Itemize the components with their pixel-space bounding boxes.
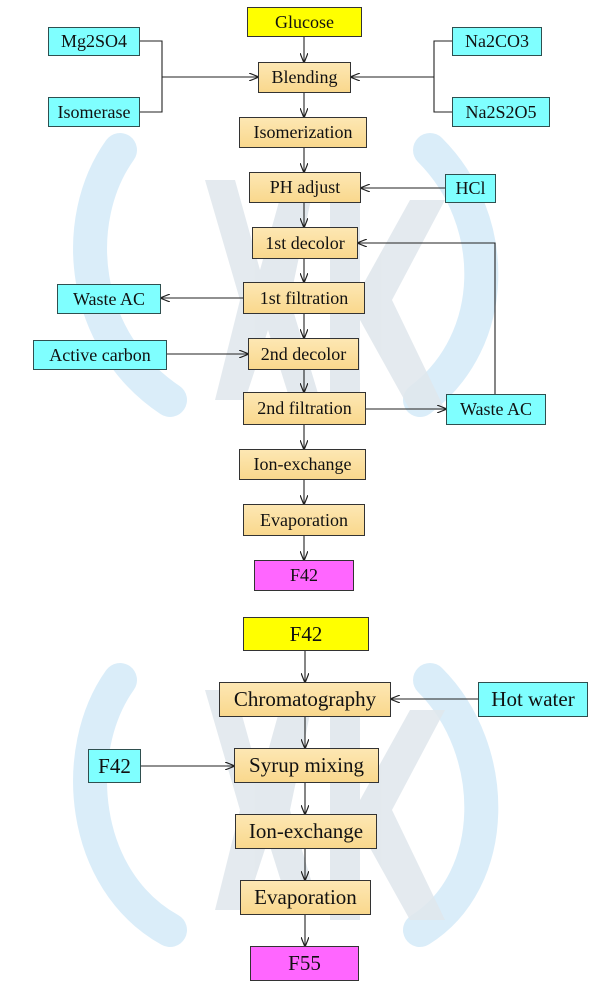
node-syrup-mixing: Syrup mixing bbox=[234, 748, 379, 783]
node-f55-product: F55 bbox=[250, 946, 359, 981]
connector-na2s2o5 bbox=[433, 77, 452, 113]
output-waste-ac-2: Waste AC bbox=[446, 394, 546, 425]
node-decolor-2: 2nd decolor bbox=[248, 338, 359, 370]
input-hot-water: Hot water bbox=[478, 682, 588, 717]
node-f42-start: F42 bbox=[243, 617, 369, 651]
node-ion-exchange-2: Ion-exchange bbox=[235, 814, 377, 849]
node-evaporation-1: Evaporation bbox=[243, 504, 365, 536]
node-filtration-2: 2nd filtration bbox=[243, 392, 366, 425]
input-f42: F42 bbox=[88, 749, 141, 783]
connector-na2co3 bbox=[433, 40, 452, 77]
node-chromatography: Chromatography bbox=[219, 682, 391, 717]
node-isomerization: Isomerization bbox=[239, 117, 367, 148]
input-na2co3: Na2CO3 bbox=[452, 27, 542, 56]
input-mg2so4: Mg2SO4 bbox=[48, 27, 140, 56]
node-blending: Blending bbox=[258, 62, 351, 93]
node-decolor-1: 1st decolor bbox=[252, 227, 358, 259]
input-isomerase: Isomerase bbox=[48, 97, 140, 127]
connector-mg2so4 bbox=[140, 40, 163, 77]
node-f42-product: F42 bbox=[254, 560, 354, 591]
node-ph-adjust: PH adjust bbox=[249, 172, 361, 203]
output-waste-ac-1: Waste AC bbox=[57, 284, 161, 314]
input-na2s2o5: Na2S2O5 bbox=[452, 97, 550, 127]
node-filtration-1: 1st filtration bbox=[243, 282, 365, 314]
loop-waste-to-decolor1 bbox=[358, 243, 496, 394]
node-ion-exchange-1: Ion-exchange bbox=[239, 449, 366, 480]
node-evaporation-2: Evaporation bbox=[240, 880, 371, 915]
connector-isomerase bbox=[140, 77, 163, 113]
node-glucose: Glucose bbox=[247, 7, 362, 37]
input-hcl: HCl bbox=[445, 174, 496, 203]
input-active-carbon: Active carbon bbox=[33, 340, 167, 370]
